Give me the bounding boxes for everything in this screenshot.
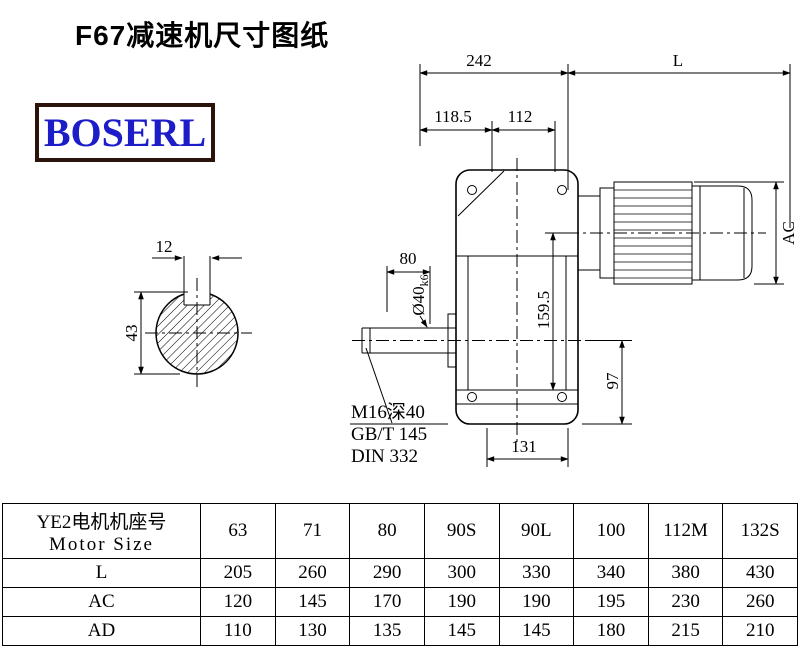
dim-shaft-diameter-label: Ø40k6	[409, 274, 431, 315]
dim-43-label: 43	[122, 325, 141, 342]
note-gb-standard: GB/T 145	[351, 424, 427, 445]
size-header-cell: 132S	[722, 503, 798, 559]
thread-notes: M16深40 GB/T 145 DIN 332	[351, 401, 427, 467]
page-title: F67减速机尺寸图纸	[75, 20, 330, 51]
bolt-hole	[557, 392, 567, 402]
table-cell: 195	[573, 587, 649, 617]
size-header-cell: 80	[349, 503, 425, 559]
table-row: L 205 260 290 300 330 340 380 430	[2, 558, 798, 588]
dimension-labels: 242 L 118.5 112 80 Ø40k6 159.5 97 131 AC…	[122, 51, 798, 467]
size-header-cell: 100	[573, 503, 649, 559]
dim-80-label: 80	[400, 249, 417, 268]
note-din-standard: DIN 332	[351, 446, 418, 467]
dim-AC-label: AC	[779, 221, 798, 245]
table-cell: 300	[423, 558, 500, 588]
table-cell: 215	[647, 616, 724, 646]
table-cell: 230	[647, 587, 724, 617]
table-cell: 145	[274, 587, 351, 617]
motor-fins	[614, 189, 692, 279]
table-cell: 430	[722, 558, 798, 588]
bolt-hole	[467, 185, 477, 195]
table-cell: 120	[200, 587, 276, 617]
note-thread: M16深40	[351, 401, 425, 423]
table-header-row: YE2电机机座号 Motor Size 63 71 80 90S 90L 100…	[2, 503, 798, 559]
size-header-cell: 63	[200, 503, 276, 559]
row-label: AD	[2, 616, 201, 646]
row-label: L	[2, 558, 201, 588]
technical-drawing: 242 L 118.5 112 80 Ø40k6 159.5 97 131 AC…	[122, 51, 798, 467]
dim-159-5-label: 159.5	[534, 291, 553, 329]
size-header-cell: 112M	[647, 503, 724, 559]
table-row: AC 120 145 170 190 190 195 230 260	[2, 587, 798, 617]
table-cell: 205	[200, 558, 276, 588]
dim-112-label: 112	[508, 107, 533, 126]
table-cell: 145	[498, 616, 575, 646]
fan-cover	[699, 185, 753, 281]
dim-L-label: L	[673, 51, 683, 70]
header-motor-size: YE2电机机座号 Motor Size	[2, 503, 201, 559]
dim-118-5-label: 118.5	[434, 107, 472, 126]
bolt-hole	[557, 185, 567, 195]
boserl-logo-text: BOSERL	[43, 109, 207, 155]
table-row: AD 110 130 135 145 145 180 215 210	[2, 616, 798, 646]
bolt-hole	[467, 392, 477, 402]
table-cell: 110	[200, 616, 276, 646]
table-cell: 130	[274, 616, 351, 646]
boserl-logo: BOSERL	[35, 103, 215, 162]
table-cell: 210	[722, 616, 798, 646]
table-cell: 340	[573, 558, 649, 588]
table-cell: 190	[498, 587, 575, 617]
size-header-cell: 90S	[423, 503, 500, 559]
shaft-tolerance-value: k6	[417, 274, 431, 286]
table-cell: 190	[423, 587, 500, 617]
table-cell: 145	[423, 616, 500, 646]
table-cell: 260	[722, 587, 798, 617]
table-cell: 290	[349, 558, 425, 588]
row-label: AC	[2, 587, 201, 617]
dimension-lines	[138, 70, 791, 462]
table-cell: 170	[349, 587, 425, 617]
table-cell: 380	[647, 558, 724, 588]
header-label-en: Motor Size	[49, 533, 154, 555]
table-cell: 330	[498, 558, 575, 588]
dim-97-label: 97	[603, 372, 622, 390]
motor-size-table: YE2电机机座号 Motor Size 63 71 80 90S 90L 100…	[2, 503, 798, 646]
header-label-cn: YE2电机机座号	[36, 511, 167, 533]
table-cell: 180	[573, 616, 649, 646]
centerlines	[145, 158, 766, 444]
size-header-cell: 90L	[498, 503, 575, 559]
dim-242-label: 242	[466, 51, 492, 70]
table-cell: 135	[349, 616, 425, 646]
size-header-cell: 71	[274, 503, 351, 559]
table-cell: 260	[274, 558, 351, 588]
shaft-diameter-value: Ø40	[409, 286, 428, 315]
dim-131-label: 131	[511, 437, 537, 456]
dim-12-label: 12	[156, 237, 173, 256]
